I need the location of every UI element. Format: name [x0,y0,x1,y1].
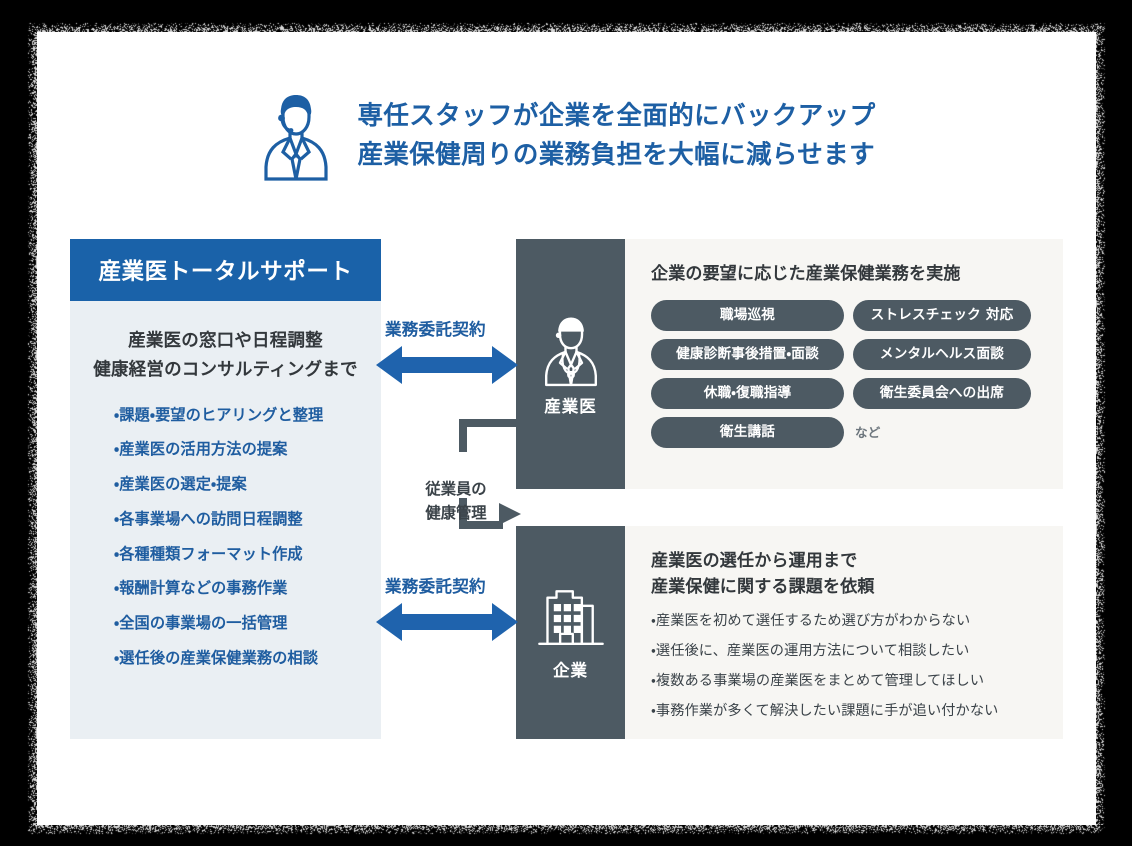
service-pill[interactable]: 休職・復職指導 [651,378,844,409]
list-item: ・課題・要望のヒアリングと整理 [114,408,323,423]
list-item: ・産業医の活用方法の提案 [114,442,287,457]
doctor-icon [537,311,605,389]
diagram: 産業医トータルサポート 産業医の窓口や日程調整 健康経営のコンサルティングまで … [37,32,1096,825]
double-arrow-icon-bottom [376,601,518,647]
total-support-panel-title: 産業医トータルサポート [70,239,381,301]
contract-label-bottom: 業務委託契約 [385,573,486,597]
list-item: ・産業医を初めて選任するため選び方がわからない [651,614,1063,628]
service-pill[interactable]: 職場巡視 [651,300,844,331]
company-actor: 企業 [516,526,625,739]
doctor-panel: 産業医 企業の要望に応じた産業保健業務を実施 職場巡視 ストレスチェック 対応 … [516,239,1063,489]
company-panel-heading: 産業医の選任から運用まで 産業保健に関する課題を依頼 [651,548,1063,601]
double-arrow-icon-top [376,344,518,390]
company-panel: 企業 産業医の選任から運用まで 産業保健に関する課題を依頼 ・産業医を初めて選任… [516,526,1063,739]
doctor-panel-heading: 企業の要望に応じた産業保健業務を実施 [651,261,1063,287]
infographic-card: 専任スタッフが企業を全面的にバックアップ 産業保健周りの業務負担を大幅に減らせま… [37,32,1096,825]
list-item: ・全国の事業場の一括管理 [114,616,287,631]
doctor-actor-label: 産業医 [544,393,597,417]
doctor-panel-content: 企業の要望に応じた産業保健業務を実施 職場巡視 ストレスチェック 対応 健康診断… [625,239,1063,489]
company-heading-line-2: 産業保健に関する課題を依頼 [651,574,1063,600]
service-pill[interactable]: 衛生委員会への出席 [853,378,1031,409]
service-pill[interactable]: 衛生講話 [651,417,844,448]
health-label-line-2: 健康管理 [408,502,504,526]
list-item: ・各事業場への訪問日程調整 [114,512,303,527]
service-pill[interactable]: メンタルヘルス面談 [853,339,1031,370]
service-pill[interactable]: ストレスチェック 対応 [853,300,1031,331]
lead-line-2: 健康経営のコンサルティングまで [93,356,357,385]
health-management-label: 従業員の 健康管理 [408,478,504,525]
company-need-list: ・産業医を初めて選任するため選び方がわからない ・選任後に、産業医の運用方法につ… [651,614,1063,719]
total-support-panel-body: 産業医の窓口や日程調整 健康経営のコンサルティングまで ・課題・要望のヒアリング… [70,301,381,739]
company-heading-line-1: 産業医の選任から運用まで [651,548,1063,574]
list-item: ・複数ある事業場の産業医をまとめて管理してほしい [651,674,1063,688]
company-actor-label: 企業 [553,657,588,681]
service-pill[interactable]: 健康診断事後措置・面談 [651,339,844,370]
service-pill-grid: 職場巡視 ストレスチェック 対応 健康診断事後措置・面談 メンタルヘルス面談 休… [651,300,1051,448]
doctor-actor: 産業医 [516,239,625,489]
etc-label: など [855,417,880,448]
lead-line-1: 産業医の窓口や日程調整 [128,327,323,356]
list-item: ・選任後の産業保健業務の相談 [114,651,318,666]
list-item: ・各種種類フォーマット作成 [114,547,303,562]
contract-label-top: 業務委託契約 [385,316,486,340]
list-item: ・産業医の選定・提案 [114,477,247,492]
company-panel-content: 産業医の選任から運用まで 産業保健に関する課題を依頼 ・産業医を初めて選任するた… [625,526,1063,739]
building-icon [533,584,609,653]
health-label-line-1: 従業員の [408,478,504,502]
service-list: ・課題・要望のヒアリングと整理 ・産業医の活用方法の提案 ・産業医の選定・提案 … [70,408,381,686]
list-item: ・事務作業が多くて解決したい課題に手が追い付かない [651,704,1063,718]
list-item: ・報酬計算などの事務作業 [114,581,287,596]
total-support-panel: 産業医トータルサポート 産業医の窓口や日程調整 健康経営のコンサルティングまで … [70,239,381,739]
list-item: ・選任後に、産業医の運用方法について相談したい [651,644,1063,658]
